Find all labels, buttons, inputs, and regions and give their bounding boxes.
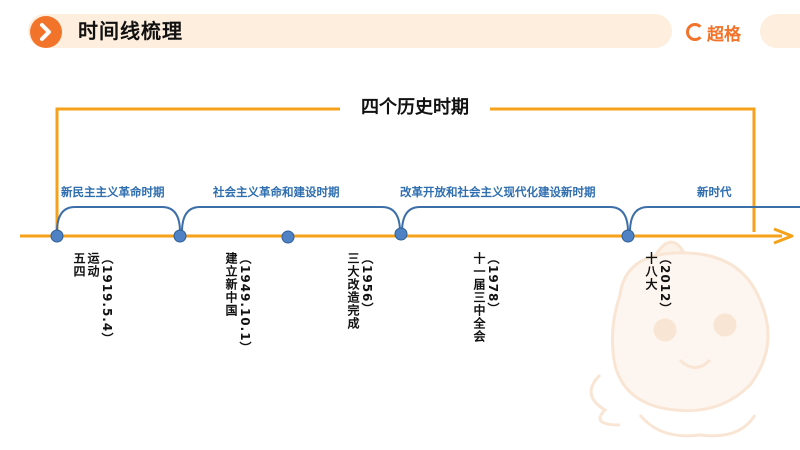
event-date: （1956） — [360, 252, 374, 316]
mascot-watermark — [589, 240, 770, 438]
event-label-5: （2012） 十八大 — [616, 252, 672, 315]
header-bar — [28, 14, 672, 48]
event-date: （1919.5.4） — [100, 252, 114, 346]
logo-icon — [686, 23, 704, 41]
event-dot — [621, 229, 635, 243]
brand-logo: 超格 — [686, 20, 741, 45]
period-label: 社会主义革命和建设时期 — [213, 185, 340, 199]
section-title: 四个历史时期 — [340, 96, 490, 120]
event-label-2: （1949.10.1） 建立新中国 — [168, 252, 252, 355]
period-bracket — [55, 107, 340, 232]
header-bar-right — [760, 14, 800, 48]
event-date: （1978） — [486, 252, 500, 316]
event-name: 建立新中国 — [224, 252, 238, 317]
period-arc-4 — [629, 206, 800, 233]
event-name: 运动 — [86, 252, 100, 278]
event-date: （1949.10.1） — [238, 252, 252, 355]
event-name: 三大改造完成 — [346, 252, 360, 330]
page-title: 时间线梳理 — [78, 19, 183, 43]
event-dot — [50, 229, 64, 243]
event-name: 十一届三中全会 — [472, 252, 486, 343]
period-arc-1 — [56, 206, 181, 233]
event-dot — [394, 227, 408, 241]
event-date: （2012） — [658, 252, 672, 316]
event-label-1: （1919.5.4） 运动 五四 — [44, 252, 114, 345]
chevron-right-icon — [30, 16, 62, 48]
event-label-4: （1978） 十一届三中全会 — [388, 252, 500, 343]
period-arc-2 — [181, 206, 401, 233]
period-bracket-right — [490, 107, 756, 232]
event-dot — [173, 229, 187, 243]
logo-text: 超格 — [707, 24, 741, 45]
event-name: 十八大 — [644, 252, 658, 291]
timeline-arrowhead — [773, 227, 794, 245]
period-label: 新时代 — [697, 185, 732, 199]
period-label: 新民主主义革命时期 — [61, 185, 165, 199]
event-dot — [281, 230, 295, 244]
period-arc-3 — [401, 206, 629, 233]
event-name: 五四 — [72, 252, 86, 278]
event-label-3: （1956） 三大改造完成 — [276, 252, 374, 330]
period-label: 改革开放和社会主义现代化建设新时期 — [400, 185, 596, 199]
